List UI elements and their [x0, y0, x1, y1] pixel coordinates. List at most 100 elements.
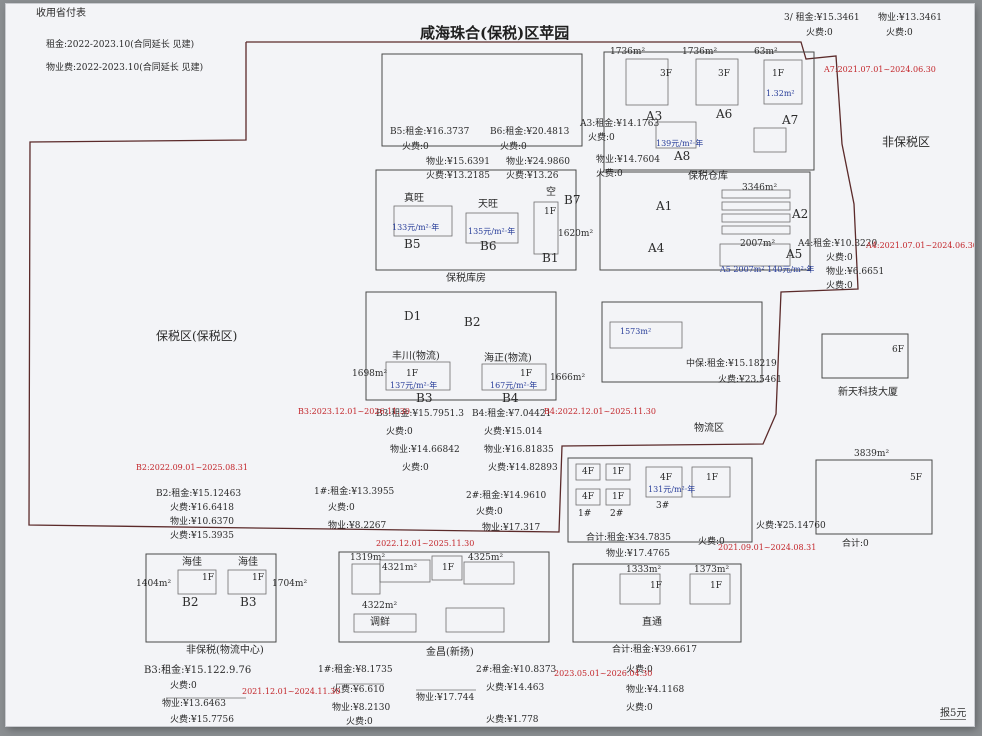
bottom-mid-unit-1	[351, 563, 381, 595]
building-a5	[719, 243, 791, 267]
zone-center: 保税仓库	[688, 171, 728, 182]
blue-note-b5: 133元/m²·年	[392, 223, 440, 232]
area-b3: 1698m²	[352, 369, 388, 379]
area-b-mid-2: 1F	[544, 207, 556, 217]
block-b5-b6	[375, 169, 577, 271]
block-bottom-right	[572, 563, 742, 643]
zone-warehouse: 保税库房	[446, 273, 486, 284]
label-a5: A5	[786, 247, 803, 261]
block-bottom-left	[145, 553, 277, 643]
block-b5-b6-top	[381, 53, 583, 147]
floor-bottom-left-2: 1F	[252, 573, 264, 583]
note-b4-mgmt: 物业:¥16.81835	[484, 445, 554, 455]
name-b3-company: 丰川(物流)	[392, 351, 440, 362]
label-a7: A7	[782, 113, 799, 127]
bottom-left-b3	[227, 569, 267, 595]
note-b5-rent: B5:租金:¥16.3737	[390, 127, 470, 137]
c-floor-4: 1F	[612, 492, 624, 502]
name-b6: 天旺	[478, 199, 498, 210]
note-a4-fire2: 火费:0	[826, 281, 853, 291]
building-b6	[465, 212, 519, 244]
bottom-mid-unit-4	[463, 561, 515, 585]
red-note-c: 2021.09.01~2024.08.31	[718, 543, 817, 552]
bottom-mid-unit-2	[379, 559, 431, 583]
building-b4	[481, 363, 547, 391]
top-left-line-3: 物业费:2022-2023.10(合同延长 见建)	[46, 63, 204, 73]
red-note-bm: 2023.05.01~2026.04.30	[554, 669, 653, 678]
area-right-bldg: 3839m²	[854, 449, 890, 459]
block-office	[601, 301, 763, 383]
note-a4-rent: A4:租金:¥10.3220	[798, 239, 878, 249]
note-a3-fire2: 火费:0	[596, 169, 623, 179]
label-b1: B1	[542, 251, 559, 265]
note-office-rent: 中保:租金:¥15.18219	[686, 359, 777, 369]
floor-b3: 1F	[406, 369, 418, 379]
blue-note-b4: 167元/m²·年	[490, 381, 538, 390]
red-note-a4: A4:2021.07.01~2024.06.30	[866, 241, 974, 250]
name-bottom-left-2: 海佳	[238, 557, 258, 568]
signature-stamp: 报5元	[940, 704, 967, 720]
area-a-top-1: 1736m²	[610, 47, 646, 57]
floor-a7: 1F	[772, 69, 784, 79]
label-b7: B7	[564, 193, 581, 207]
note-c-mgmt: 物业:¥17.4765	[606, 549, 670, 559]
strip-3	[721, 213, 791, 223]
c-row-1: 1#	[578, 509, 592, 519]
building-right-5f	[815, 459, 933, 535]
red-note-b2: B2:2022.09.01~2025.08.31	[136, 463, 248, 472]
red-note-b4: B4:2022.12.01~2025.11.30	[544, 407, 656, 416]
c-unit-5	[645, 466, 683, 498]
c-unit-2	[605, 463, 631, 481]
note-a3-mgmt: 物业:¥14.7604	[596, 155, 660, 165]
note-br-fire: 火费:0	[626, 665, 653, 675]
note-br-mgmt: 物业:¥4.1168	[626, 685, 685, 695]
bottom-left-b2	[177, 569, 217, 595]
building-a7	[763, 59, 803, 105]
label-a6: A6	[716, 107, 733, 121]
label-b5: B5	[404, 237, 421, 251]
note-b2-rent: B2:租金:¥15.12463	[156, 489, 242, 499]
building-b5	[393, 205, 453, 237]
note-b5-fire2: 火费:¥13.2185	[426, 171, 490, 181]
note-bm-2-fire2: 火费:¥1.778	[486, 715, 539, 725]
area-b-mid-1: 1620m²	[558, 229, 594, 239]
top-right-4: 火费:0	[886, 28, 913, 38]
block-a1-a5	[599, 171, 811, 271]
top-left-line-2: 租金:2022-2023.10(合同延长 见建)	[46, 40, 195, 50]
c-unit-1	[575, 463, 601, 481]
note-b6-fire: 火费:0	[500, 142, 527, 152]
area-a-top-4: 1.32m²	[766, 89, 795, 98]
note-b6-rent: B6:租金:¥20.4813	[490, 127, 570, 137]
block-bottom-mid	[338, 551, 550, 643]
note-b3-fire: 火费:0	[386, 427, 413, 437]
bottom-mid-unit-6	[445, 607, 505, 633]
label-b2: B2	[464, 315, 481, 329]
blue-note-a8: 139元/m²·年	[656, 139, 704, 148]
floor-b4: 1F	[520, 369, 532, 379]
c-floor-1: 4F	[582, 467, 594, 477]
red-note-a7: A7:2021.07.01~2024.06.30	[824, 65, 936, 74]
note-2-fire: 火费:0	[476, 507, 503, 517]
top-right-3: 物业:¥13.3461	[878, 13, 942, 23]
blue-note-c: 131元/m²·年	[648, 485, 696, 494]
c-floor-6: 1F	[706, 473, 718, 483]
floor-a6: 3F	[718, 69, 730, 79]
note-a3-rent: A3:租金:¥14.1763	[580, 119, 660, 129]
c-row-3: 3#	[656, 501, 670, 511]
name-bottom-mid-2: 金昌(新扬)	[426, 647, 474, 658]
floor-c-1: 1F	[650, 581, 662, 591]
note-c-fire2: 火费:0	[698, 537, 725, 547]
note-b2-mgmt: 物业:¥10.6370	[170, 517, 234, 527]
floor-tech: 6F	[892, 345, 904, 355]
note-c-fire: 火费:¥25.14760	[756, 521, 826, 531]
note-bm-2-rent: 2#:租金:¥10.8373	[476, 665, 557, 675]
label-a3: A3	[646, 109, 663, 123]
label-d1: D1	[404, 309, 422, 323]
building-a8	[655, 121, 697, 149]
note-b4-fire: 火费:¥15.014	[484, 427, 543, 437]
note-bm-2-mgmt: 物业:¥17.744	[416, 693, 475, 703]
floor-c-2: 1F	[710, 581, 722, 591]
note-2-rent: 2#:租金:¥14.9610	[466, 491, 547, 501]
note-br-fire2: 火费:0	[626, 703, 653, 713]
bottom-mid-unit-5	[353, 613, 417, 633]
